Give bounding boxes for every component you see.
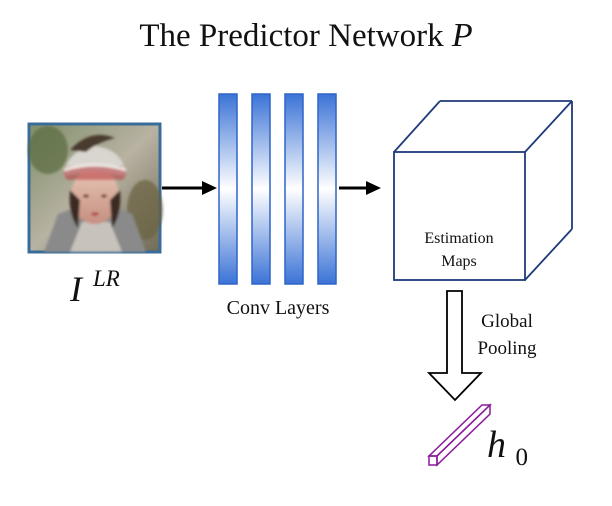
output-vector (427, 403, 492, 467)
global-pooling-label-1: Global (481, 311, 533, 332)
conv-layer-3 (284, 93, 304, 285)
arrow-conv-to-maps (339, 181, 381, 195)
conv-layer-4 (317, 93, 337, 285)
title-symbol: P (451, 17, 473, 54)
diagram-title: The Predictor Network P (139, 17, 472, 54)
conv-layer-1 (218, 93, 238, 285)
conv-layers-label: Conv Layers (227, 297, 330, 319)
input-label: I LR (69, 266, 120, 309)
global-pooling-label-2: Pooling (477, 338, 537, 359)
output-label-sub: 0 (516, 444, 529, 471)
input-label-base: I (69, 269, 84, 309)
estimation-maps-label-1: Estimation (424, 230, 493, 247)
input-label-sup: LR (92, 266, 120, 291)
estimation-maps-label-2: Maps (441, 253, 477, 270)
arrow-image-to-conv (162, 181, 217, 195)
estimation-maps-cube (393, 100, 573, 281)
input-image (27, 122, 163, 254)
conv-layer-2 (251, 93, 271, 285)
output-label-base: h (487, 424, 506, 466)
title-text: The Predictor Network (139, 18, 444, 54)
conv-layers (218, 93, 337, 285)
output-label: h 0 (487, 424, 528, 471)
global-pooling-arrow (426, 290, 484, 402)
